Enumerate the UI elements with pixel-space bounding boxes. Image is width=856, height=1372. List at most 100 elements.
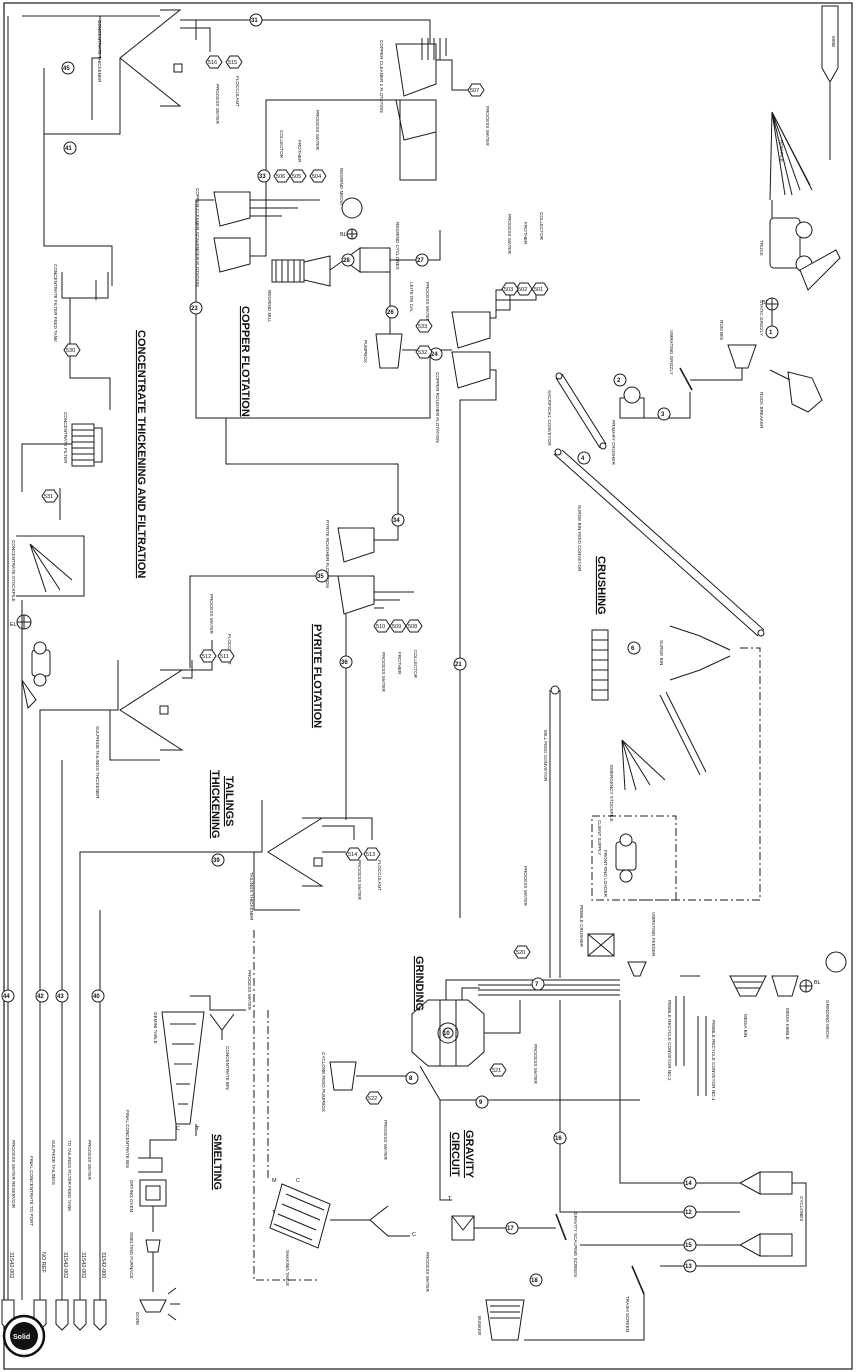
emergency-stockpile: EMERGENCY STOCKPILE [609, 691, 707, 822]
marker-c-gravity: C [412, 1232, 416, 1238]
regrind-cyclones-label: REGRIND CYCLONES [395, 222, 400, 270]
cyclones: CYCLONES [738, 1171, 804, 1257]
rom-bin-label: ROM BIN [719, 320, 724, 340]
reagent-flocculant-tailings: FLOCCULANT [377, 860, 382, 891]
tag-502: 502 [518, 287, 527, 293]
regrind-media-label: REGRIND MEDIA [339, 168, 344, 206]
ref-label-process-water: PROCESS WATER [87, 1140, 92, 1180]
regrind-media: REGRIND MEDIA [339, 168, 363, 219]
marker-t-gravity: T [448, 1196, 452, 1202]
section-gravity-line1: GRAVITY [463, 1130, 475, 1179]
pebble-recycle-2-label: PEBBLE RECYCLE CONVEYOR NO.2 [667, 1000, 672, 1081]
marker-c-shaking: C [296, 1178, 300, 1184]
tag-511: 511 [220, 654, 229, 660]
section-gravity-line2: CIRCUIT [449, 1132, 461, 1177]
stream-27: 27 [417, 258, 424, 264]
tag-521: 521 [492, 1068, 501, 1074]
ref-label-sulphide: SULPHIDE TAILINGS [51, 1140, 56, 1185]
trash-screen-label: TRASH SCREEN [625, 1296, 630, 1332]
reagent-water-concentrate: PROCESS WATER [215, 84, 220, 124]
pebble-recycle-1-label: PEBBLE RECYCLE CONVEYOR NO.1 [711, 1020, 716, 1101]
vibrating-feeder-label: VIBRATING FEEDER [651, 912, 656, 957]
pumpbox-label: PUMPBOX [363, 340, 368, 363]
reagent-water-gravity: PROCESS WATER [425, 1252, 430, 1292]
stream-28: 28 [343, 258, 350, 264]
gravity-concentrator [451, 1215, 475, 1241]
stream-9: 9 [479, 1100, 483, 1106]
tag-507: 507 [470, 88, 479, 94]
stream-15: 15 [685, 1243, 692, 1249]
tag-504: 504 [312, 174, 321, 180]
concentrate-bin: CONCENTRATE BIN [209, 1013, 235, 1090]
stream-35: 35 [317, 574, 324, 580]
tag-506: 506 [276, 174, 285, 180]
bunker: BUNKER [477, 1299, 525, 1341]
concentrate-stockpile: CONCENTRATE STOCKPILE [11, 535, 85, 602]
marker-t-gemini: T [196, 1126, 200, 1132]
media-kibble-label: MEDIA KIBBLE [785, 1008, 790, 1040]
section-smelting: SMELTING [211, 1134, 223, 1190]
section-tailings-line2: THICKENING [209, 770, 221, 838]
copper-rougher-cells: COPPER ROUGHER FLOTATION [435, 311, 491, 443]
stream-8: 8 [409, 1076, 413, 1082]
emergency-stockpile-label: EMERGENCY STOCKPILE [609, 765, 614, 822]
tag-510: 510 [376, 624, 385, 630]
reagent-collector-pyrite: COLLECTOR [413, 650, 418, 679]
tag-514: 514 [348, 852, 357, 858]
tag-532: 532 [418, 350, 427, 356]
pyrite-rougher-label: PYRITE ROUGHER FLOTATION [325, 520, 330, 588]
concentrate-filter-feed-tank: CONCENTRATE FILTER FEED TANK [53, 264, 109, 343]
tag-522: 522 [368, 1096, 377, 1102]
ref-code-sulphide: 31542-002 [62, 1252, 68, 1278]
ref-label-reservoir: PROCESS WATER RESERVOIR [11, 1140, 16, 1209]
concentrate-filter-label: CONCENTRATE FILTER [63, 412, 68, 464]
drying-oven-label: DRYING OVEN [129, 1180, 134, 1212]
sulphide-tailings-thickener: SULPHIDE TAILINGS THICKENER [95, 660, 184, 799]
primary-crusher-label: PRIMARY CRUSHER [611, 420, 616, 465]
drying-oven: DRYING OVEN [129, 1179, 167, 1212]
stream-44: 44 [3, 994, 10, 1000]
stream-33: 33 [259, 174, 266, 180]
tag-512: 512 [202, 654, 211, 660]
reagent-frother-pyrite: FROTHER [397, 652, 402, 675]
tag-503: 503 [504, 287, 513, 293]
ref-code-tailings-filter: 31542-002 [80, 1252, 86, 1278]
drawing-border [3, 2, 853, 1370]
trash-screen: TRASH SCREEN [625, 1265, 645, 1332]
section-copper-flotation: COPPER FLOTATION [239, 306, 251, 417]
reagent-frother-cleaner-scav: FROTHER [297, 140, 302, 163]
vibrating-grizzly: VIBRATING GRIZZLY [669, 330, 693, 391]
tag-513: 513 [366, 852, 375, 858]
concentrate-bin-label: CONCENTRATE BIN [225, 1046, 230, 1090]
truck-label: TRUCK [759, 240, 764, 257]
marker-bl-regrind: BL [340, 232, 347, 238]
ref-code-final-conc: NO REF [40, 1252, 46, 1273]
reference-arrows: 31542-000 PROCESS WATER 31542-002 TO TAI… [1, 1140, 107, 1331]
primary-crusher: PRIMARY CRUSHER [611, 386, 645, 465]
stream-14: 14 [685, 1181, 692, 1187]
stream-12: 12 [685, 1210, 692, 1216]
gemini-table-label: GEMINI TABLE [153, 1012, 158, 1044]
tag-508: 508 [408, 624, 417, 630]
rom-pile-label: ROM PILE [779, 140, 784, 162]
client-supply-label: CLIENT SUPPLY [597, 820, 602, 855]
front-end-loader-label: FRONT-END LOADER [603, 850, 608, 898]
surge-bin-label: SURGE BIN [659, 640, 664, 665]
reagent-water-cleaner-1: PROCESS WATER [485, 106, 490, 146]
stream-34: 34 [393, 518, 400, 524]
grinding-media-label: GRINDING MEDIA [825, 1000, 830, 1040]
pyrite-rougher-cells: PYRITE ROUGHER FLOTATION [325, 520, 375, 615]
reagent-flocculant-sulphide: FLOCCULANT [227, 634, 232, 665]
section-tailings-line1: TAILINGS [223, 776, 235, 827]
ref-code-process-water: 31542-000 [100, 1252, 106, 1278]
concentrate-thickener: CONCENTRATE THICKENER [91, 9, 182, 120]
mine-arrow: MINE [821, 5, 839, 84]
reagent-flocculant-concentrate: FLOCCULANT [235, 76, 240, 107]
stream-40: 40 [93, 994, 100, 1000]
sacrificial-conveyor: SACRIFICIAL CONVEYOR [547, 372, 607, 450]
reagent-water-regrind: PROCESS WATER [425, 282, 430, 322]
vibrating-grizzly-label: VIBRATING GRIZZLY [669, 330, 674, 375]
pebble-recycle-conveyors: PEBBLE RECYCLE CONVEYOR NO.2 PEBBLE RECY… [667, 996, 716, 1101]
concentrate-filter: CONCENTRATE FILTER [63, 412, 103, 467]
